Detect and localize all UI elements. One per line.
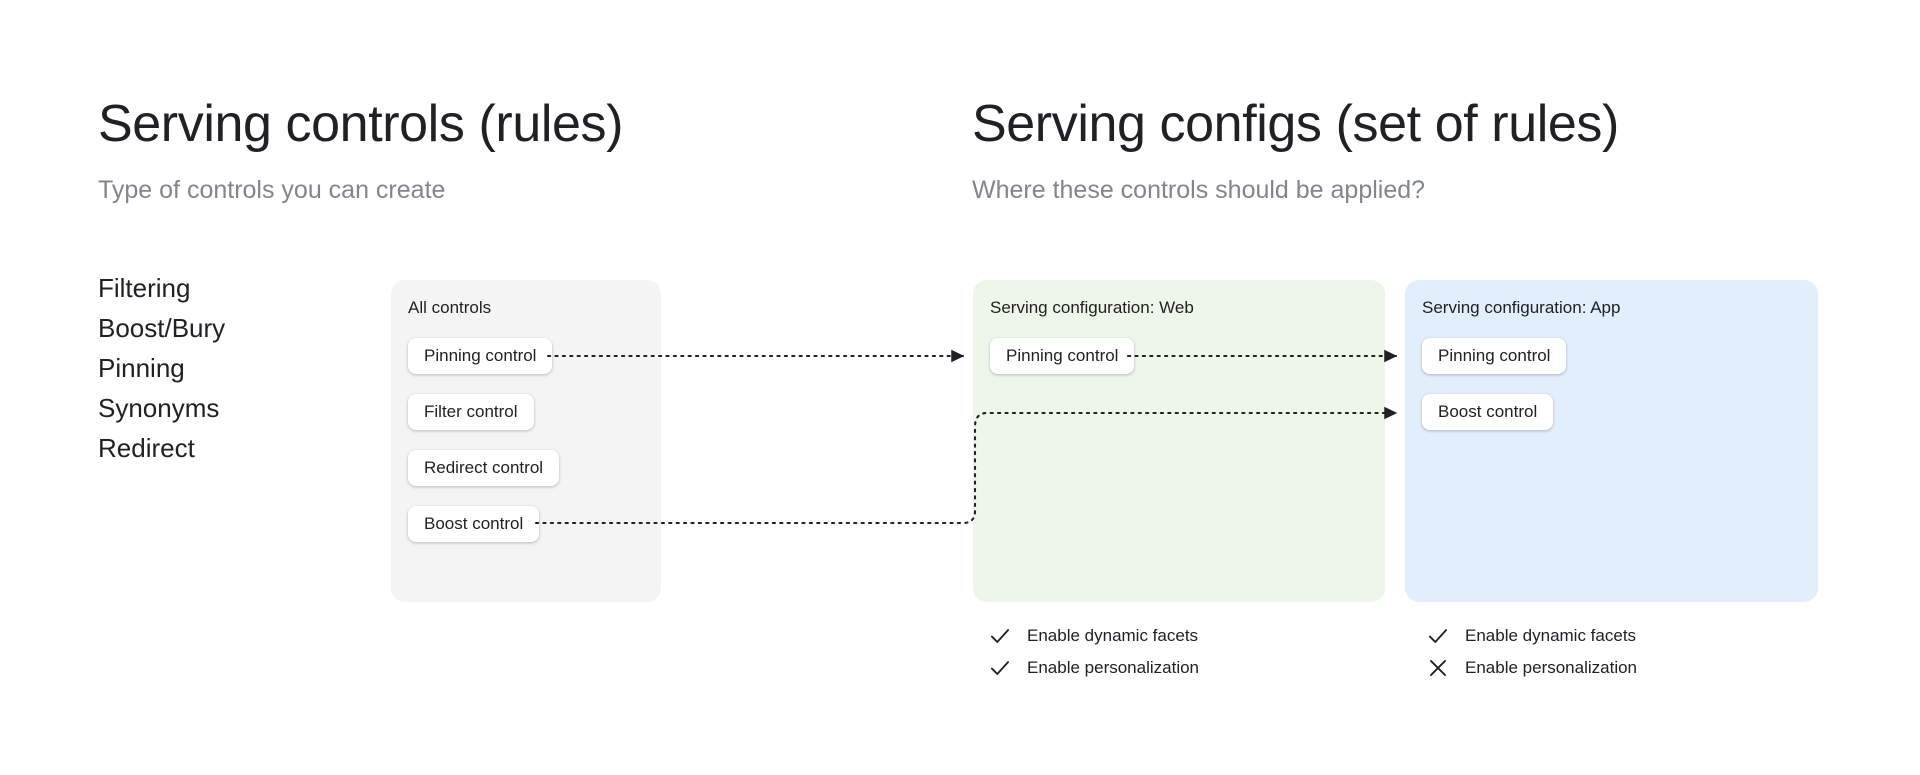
control-type-item: Pinning [98,353,185,383]
check-icon [990,661,1010,675]
option-row[interactable]: Enable dynamic facets [1425,620,1637,652]
option-row[interactable]: Enable personalization [1425,652,1637,684]
panel-serving-config-app: Serving configuration: App Pinning contr… [1405,280,1818,602]
right-column-subheading: Where these controls should be applied? [972,176,1426,204]
right-column-heading: Serving configs (set of rules) [972,95,1619,153]
left-column-subheading: Type of controls you can create [98,176,446,204]
chip-pinning-control[interactable]: Pinning control [990,338,1135,374]
panel-title: Serving configuration: Web [990,298,1194,317]
panel-title: All controls [408,298,492,317]
option-label: Enable personalization [1465,658,1638,677]
chip-boost-control[interactable]: Boost control [1422,394,1554,430]
control-type-item: Boost/Bury [98,313,226,343]
chip-pinning-control[interactable]: Pinning control [408,338,553,374]
option-label: Enable dynamic facets [1465,626,1637,645]
chip-pinning-control[interactable]: Pinning control [1422,338,1567,374]
control-type-list: Filtering Boost/Bury Pinning Synonyms Re… [98,268,225,468]
options-serving-config-app: Enable dynamic facets Enable personaliza… [1425,620,1637,684]
control-type-item: Filtering [98,273,191,303]
check-icon [990,629,1010,643]
option-label: Enable dynamic facets [1027,626,1199,645]
chip-boost-control[interactable]: Boost control [408,506,540,542]
panel-serving-config-web: Serving configuration: Web Pinning contr… [973,280,1385,602]
option-label: Enable personalization [1027,658,1200,677]
panel-title: Serving configuration: App [1422,298,1621,317]
options-serving-config-web: Enable dynamic facets Enable personaliza… [987,620,1199,684]
option-row[interactable]: Enable personalization [987,652,1199,684]
control-type-item: Synonyms [98,393,220,423]
panel-all-controls: All controls Pinning control Filter cont… [391,280,661,602]
chip-redirect-control[interactable]: Redirect control [408,450,560,486]
left-column-heading: Serving controls (rules) [98,95,624,153]
option-row[interactable]: Enable dynamic facets [987,620,1199,652]
cross-icon [1430,660,1446,676]
chip-filter-control[interactable]: Filter control [408,394,534,430]
check-icon [1428,629,1448,643]
control-type-item: Redirect [98,433,195,463]
